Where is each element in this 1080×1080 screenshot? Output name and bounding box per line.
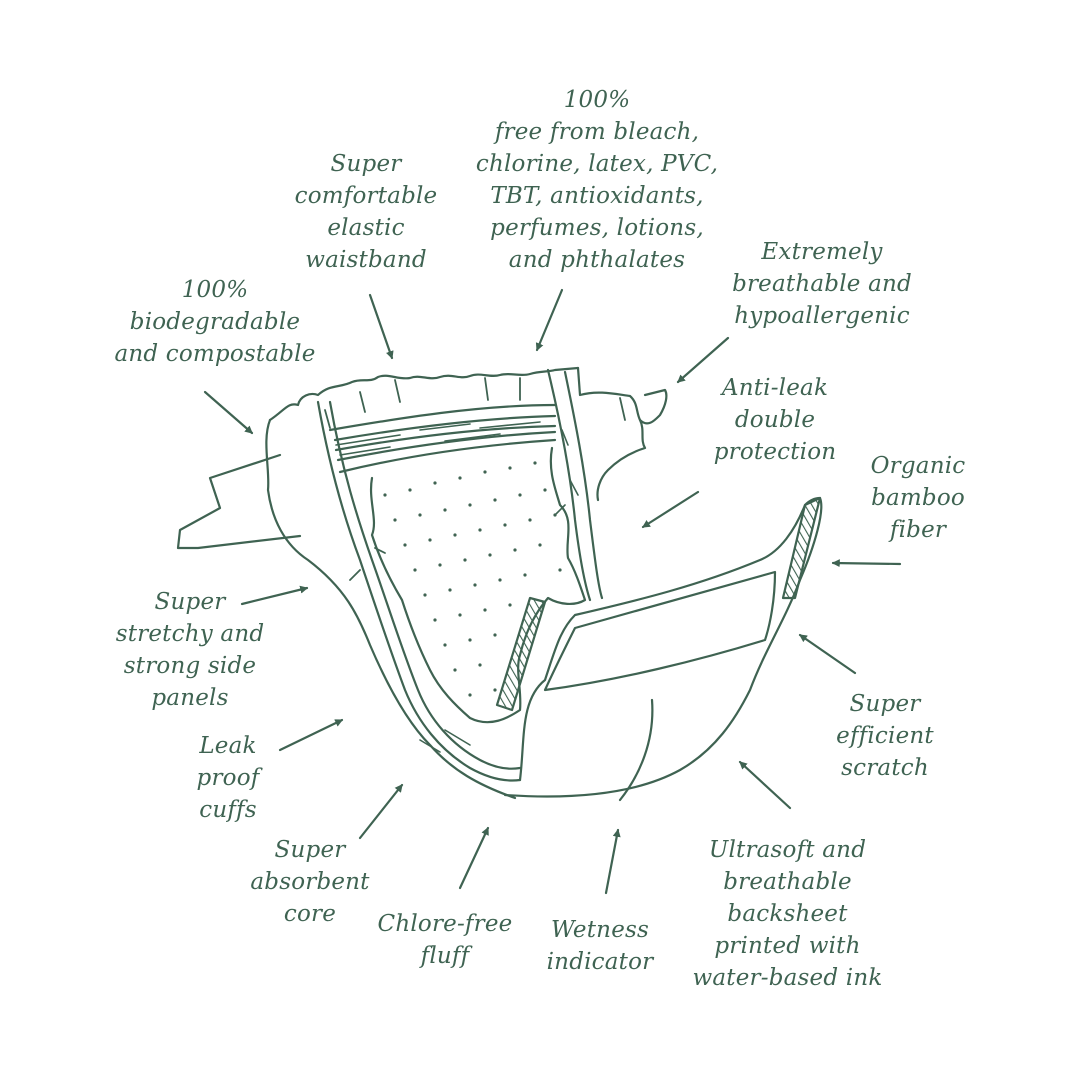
- landing-zone: [543, 570, 777, 692]
- arrow-wetness: [604, 828, 621, 895]
- right-cuff-outer: [546, 368, 592, 602]
- arrow-core: [358, 783, 404, 840]
- arrow-anti-leak: [641, 490, 700, 529]
- front-panel: [503, 496, 823, 798]
- back-ruffle-lower: [596, 418, 647, 502]
- arrow-scratch: [798, 633, 857, 675]
- arrow-biodegradable: [203, 390, 254, 435]
- right-cuff-inner: [563, 370, 604, 600]
- waist-ruffle: [268, 366, 580, 422]
- label-free-from: 100%free from bleach, chlorine, latex, P…: [475, 87, 719, 273]
- arrow-bamboo: [831, 559, 902, 568]
- arrow-waistband: [368, 293, 394, 360]
- scratch-strip: [781, 496, 822, 600]
- arrow-breathable: [676, 336, 730, 384]
- arrow-fluff: [458, 826, 490, 890]
- core-dots: [383, 461, 562, 697]
- waistband-bottom: [338, 438, 557, 474]
- left-cuff-outer: [316, 400, 522, 782]
- front-fold: [618, 698, 654, 802]
- arrow-side-panels: [240, 585, 309, 606]
- left-shell: [265, 418, 517, 800]
- arrow-cuffs: [278, 718, 344, 752]
- arrow-free-from: [535, 288, 564, 352]
- left-tab: [176, 453, 302, 550]
- wetness-strip: [495, 596, 547, 712]
- label-biodegradable: 100%biodegradable and compostable: [114, 277, 316, 367]
- arrow-backsheet: [738, 760, 792, 810]
- waistband-top: [328, 403, 557, 432]
- left-cuff-inner: [328, 400, 522, 770]
